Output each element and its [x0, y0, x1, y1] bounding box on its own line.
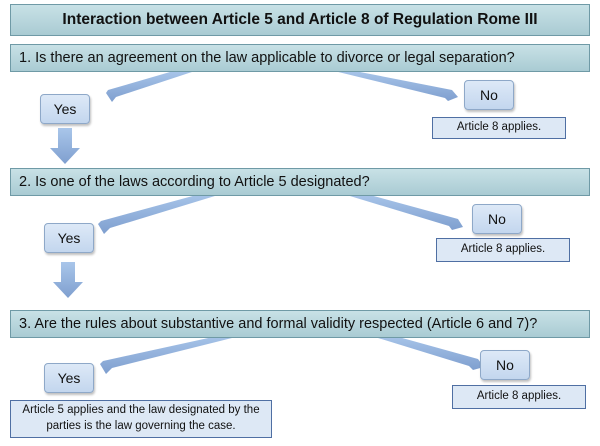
no-2-label: No: [488, 211, 506, 227]
arrow-step1-yes: [106, 70, 198, 102]
question-2-text: 2. Is one of the laws according to Artic…: [19, 174, 370, 190]
arrow-step3-yes: [100, 333, 252, 374]
outcome-2-no-text: Article 8 applies.: [460, 243, 546, 256]
yes-1: Yes: [40, 94, 90, 124]
arrow-step3-no: [365, 334, 484, 370]
arrow-down-2: [53, 262, 83, 298]
arrow-step1-no: [330, 70, 458, 101]
diagram-title-text: Interaction between Article 5 and Articl…: [62, 11, 538, 28]
question-3: 3. Are the rules about substantive and f…: [10, 310, 590, 338]
outcome-1-no: Article 8 applies.: [432, 117, 566, 139]
no-3: No: [480, 350, 530, 380]
yes-1-label: Yes: [53, 101, 77, 117]
question-2: 2. Is one of the laws according to Artic…: [10, 168, 590, 196]
outcome-3-yes-text: Article 5 applies and the law designated…: [22, 404, 260, 432]
no-1-label: No: [480, 87, 498, 103]
yes-3: Yes: [44, 363, 94, 393]
arrow-step2-yes: [98, 192, 228, 234]
outcome-2-no: Article 8 applies.: [436, 238, 570, 262]
yes-2-label: Yes: [57, 230, 81, 246]
no-3-label: No: [496, 357, 514, 373]
question-1: 1. Is there an agreement on the law appl…: [10, 44, 590, 72]
no-1: No: [464, 80, 514, 110]
outcome-3-no: Article 8 applies.: [452, 385, 586, 409]
question-3-text: 3. Are the rules about substantive and f…: [19, 316, 538, 332]
diagram-title: Interaction between Article 5 and Articl…: [10, 4, 590, 36]
no-2: No: [472, 204, 522, 234]
outcome-1-no-text: Article 8 applies.: [456, 121, 542, 134]
arrow-down-1: [50, 128, 80, 164]
yes-2: Yes: [44, 223, 94, 253]
outcome-3-no-text: Article 8 applies.: [476, 390, 562, 403]
outcome-3-yes: Article 5 applies and the law designated…: [10, 400, 272, 438]
question-1-text: 1. Is there an agreement on the law appl…: [19, 50, 515, 66]
arrow-step2-no: [340, 193, 463, 230]
yes-3-label: Yes: [57, 370, 81, 386]
